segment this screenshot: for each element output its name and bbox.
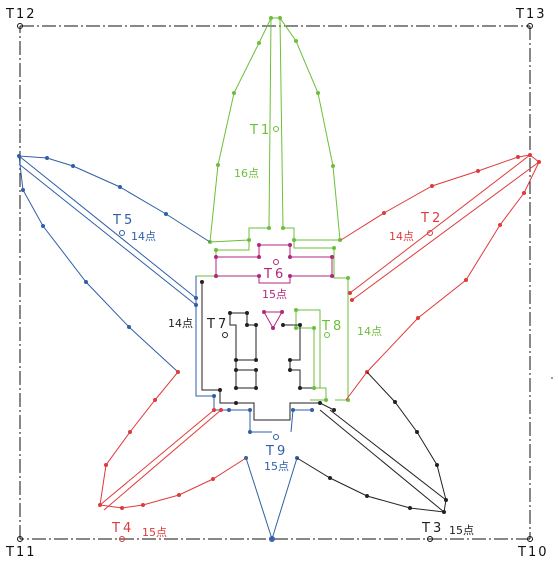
count-t2: 14点	[389, 230, 414, 243]
label-t4: T4	[111, 521, 134, 536]
label-t2: T2	[420, 211, 443, 226]
petal-t2-points	[348, 153, 541, 374]
petal-t2	[340, 154, 540, 401]
petal-t5	[18, 155, 312, 541]
corner-label-t10: T10	[517, 545, 548, 560]
label-t8: T8	[321, 319, 344, 334]
label-t1: T1	[249, 123, 272, 138]
label-t9: T9	[265, 444, 288, 459]
count-t4: 15点	[142, 526, 167, 539]
petal-t1-points	[208, 16, 350, 402]
corner-marker-t3	[427, 536, 433, 542]
corner-marker-t11	[17, 536, 23, 542]
stray-dot	[551, 377, 553, 379]
station-markers	[119, 126, 433, 440]
petal-t4-points	[98, 370, 223, 510]
shape-t6-points	[214, 243, 334, 330]
corner-markers	[17, 23, 533, 542]
corner-marker-t12	[17, 23, 23, 29]
petal-t5-points	[17, 154, 314, 541]
count-t7: 14点	[168, 317, 193, 330]
shape-t7-points	[200, 280, 336, 412]
petal-t1	[195, 17, 349, 401]
count-t6: 15点	[262, 288, 287, 301]
station-marker-t7	[222, 332, 228, 338]
station-marker-t6	[273, 259, 279, 265]
corner-label-t11: T11	[5, 545, 36, 560]
petal-t3-points	[328, 400, 448, 514]
corner-marker-t4	[119, 536, 125, 542]
corner-label-t13: T13	[515, 7, 546, 22]
corner-marker-bottom	[269, 536, 275, 542]
count-t1: 16点	[234, 167, 259, 180]
count-t8: 14点	[357, 325, 382, 338]
count-t9: 15点	[264, 460, 289, 473]
shape-t6	[215, 244, 333, 330]
label-t6: T6	[263, 267, 286, 282]
station-marker-t2	[427, 230, 433, 236]
corner-marker-t13	[527, 23, 533, 29]
corner-marker-t10	[527, 536, 533, 542]
corner-label-t12: T12	[5, 7, 36, 22]
label-t5: T5	[112, 213, 135, 228]
count-t5: 14点	[131, 230, 156, 243]
station-marker-t5	[119, 230, 125, 236]
station-marker-t1	[273, 126, 279, 132]
petal-t3	[296, 371, 447, 513]
label-t3: T3	[421, 521, 444, 536]
count-t3: 15点	[449, 524, 474, 537]
label-t7: T7	[206, 317, 229, 332]
station-marker-t8	[324, 332, 330, 338]
petal-t4	[99, 371, 247, 511]
station-marker-t9	[273, 434, 279, 440]
